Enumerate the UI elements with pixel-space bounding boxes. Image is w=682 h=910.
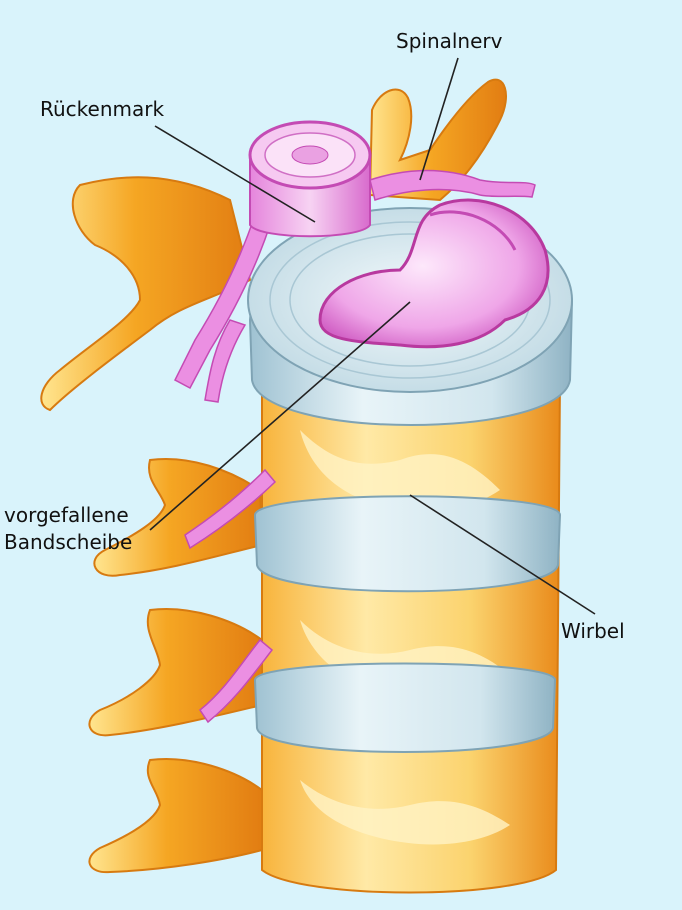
label-herniated-disc-line2: Bandscheibe	[4, 530, 133, 554]
leader-lines	[149, 57, 596, 615]
leader-line-vertebra	[409, 494, 596, 615]
herniated-nucleus	[318, 198, 550, 349]
leader-line-herniated-disc	[149, 301, 411, 531]
vertebral-bodies	[261, 364, 562, 894]
intervertebral-discs	[253, 495, 562, 753]
leader-line-spinal-cord	[154, 125, 316, 223]
label-vertebra: Wirbel	[561, 619, 625, 643]
label-spinal-nerve: Spinalnerv	[396, 29, 503, 53]
spinal-cord	[248, 120, 372, 238]
nerve-roots	[174, 169, 536, 724]
label-herniated-disc-line1: vorgefallene	[4, 503, 129, 527]
label-herniated-disc: vorgefallene Bandscheibe	[4, 502, 132, 556]
leader-line-spinal-nerve	[419, 57, 459, 181]
label-spinal-cord: Rückenmark	[40, 97, 165, 121]
transverse-processes	[40, 176, 264, 874]
spinous-process-top	[368, 78, 507, 202]
